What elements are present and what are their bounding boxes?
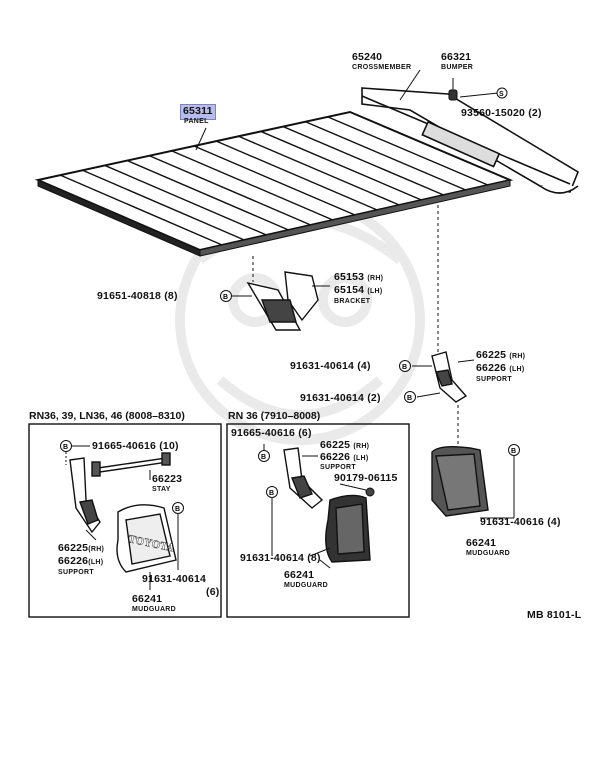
- bumper-bolt-number[interactable]: 93560-15020 (2): [461, 107, 542, 119]
- support-rh-number[interactable]: 66225 (RH): [476, 349, 526, 361]
- mid-mudguard[interactable]: [325, 494, 371, 563]
- left-bolt-icon: B: [60, 440, 72, 452]
- panel-rib: [171, 150, 334, 221]
- svg-text:B: B: [407, 395, 412, 402]
- support-lh-number[interactable]: 66226 (LH): [476, 362, 525, 374]
- mid-mudguard-number[interactable]: 66241: [284, 569, 315, 581]
- crossmember[interactable]: [361, 87, 579, 194]
- svg-text:B: B: [402, 364, 407, 371]
- panel-rib: [104, 164, 267, 236]
- left-support-rh-number[interactable]: 66225(RH): [58, 542, 105, 554]
- svg-text:B: B: [261, 454, 266, 461]
- bracket-bolt-number[interactable]: 91651-40818 (8): [97, 290, 178, 302]
- support-bolt-a-number[interactable]: 91631-40614 (4): [290, 360, 371, 372]
- bumper-number[interactable]: 66321: [441, 51, 472, 63]
- panel-rib: [282, 125, 444, 196]
- svg-text:B: B: [175, 506, 180, 513]
- panel-rib: [193, 145, 356, 216]
- svg-text:B: B: [63, 444, 68, 451]
- leader-support-bolt-b: [416, 392, 441, 398]
- left-stay[interactable]: [91, 452, 171, 477]
- mid-mudguard-bolt-number[interactable]: 91631-40614 (8): [240, 552, 321, 564]
- crossmember-name: CROSSMEMBER: [352, 64, 412, 71]
- panel-name: PANEL: [184, 118, 209, 125]
- bumper-bolt-icon: S: [496, 87, 508, 99]
- svg-text:S: S: [499, 91, 504, 98]
- panel-rib: [260, 130, 422, 201]
- mid-box-header: RN 36 (7910–8008): [228, 410, 321, 422]
- svg-text:B: B: [223, 294, 228, 301]
- leader-crossmember: [399, 69, 421, 101]
- mid-support-rh-number[interactable]: 66225 (RH): [320, 439, 370, 451]
- bed-panel[interactable]: [34, 110, 514, 257]
- mudguard-number[interactable]: 66241: [466, 537, 497, 549]
- panel-rib: [60, 174, 223, 246]
- svg-text:B: B: [269, 490, 274, 497]
- leader-support: [457, 359, 475, 363]
- mid-support[interactable]: [283, 447, 324, 509]
- panel-rib: [82, 169, 245, 241]
- mid-bolt-number[interactable]: 91665-40616 (6): [231, 427, 312, 439]
- leader-bumper-bolt: [459, 92, 499, 98]
- bumper[interactable]: [448, 89, 458, 101]
- left-support-lh-number[interactable]: 66226(LH): [58, 555, 104, 567]
- left-mudguard-number[interactable]: 66241: [132, 593, 163, 605]
- support-right[interactable]: [431, 351, 468, 403]
- leader-mid-nut: [339, 483, 367, 491]
- left-support-name: SUPPORT: [58, 569, 94, 576]
- left-bolt-number[interactable]: 91665-40616 (10): [92, 440, 179, 452]
- left-stay-number[interactable]: 66223: [152, 473, 183, 485]
- left-stay-name: STAY: [152, 486, 171, 493]
- bracket-lh-number[interactable]: 65154 (LH): [334, 284, 383, 296]
- panel-rib: [238, 135, 400, 206]
- left-mudguard-bolt-number[interactable]: 91631-40614: [142, 573, 207, 585]
- support-name: SUPPORT: [476, 376, 512, 383]
- mid-support-lh-number[interactable]: 66226 (LH): [320, 451, 369, 463]
- support-bolt-b-icon: B: [404, 391, 416, 403]
- panel-rib: [126, 159, 289, 231]
- left-mudguard-name: MUDGUARD: [132, 606, 177, 613]
- mid-nut-number[interactable]: 90179-06115: [334, 472, 398, 484]
- figure-code: MB 8101-L: [527, 609, 582, 621]
- mid-variant-box: [226, 423, 410, 618]
- panel-rib: [327, 116, 489, 186]
- mid-nut-icon: [365, 487, 375, 497]
- bracket[interactable]: [246, 271, 319, 331]
- bracket-rh-number[interactable]: 65153 (RH): [334, 271, 384, 283]
- mid-bolt2-icon: B: [266, 486, 278, 498]
- left-variant-box: [28, 423, 222, 618]
- mid-mudguard-name: MUDGUARD: [284, 582, 329, 589]
- bracket-bolt-icon: B: [220, 290, 232, 302]
- bracket-name: BRACKET: [334, 298, 371, 305]
- mudguard-bolt-number[interactable]: 91631-40616 (4): [480, 516, 561, 528]
- panel-rib: [149, 155, 311, 226]
- left-support[interactable]: [69, 457, 101, 534]
- panel-rib: [305, 121, 466, 191]
- crossmember-number[interactable]: 65240: [352, 51, 383, 63]
- svg-text:B: B: [511, 448, 516, 455]
- panel-number[interactable]: 65311: [180, 104, 216, 120]
- mudguard-name: MUDGUARD: [466, 550, 511, 557]
- leader-panel: [195, 127, 207, 151]
- left-mudguard-bolt-qty: (6): [206, 586, 220, 598]
- support-bolt-b-number[interactable]: 91631-40614 (2): [300, 392, 381, 404]
- left-box-header: RN36, 39, LN36, 46 (8008–8310): [29, 410, 185, 422]
- panel-rib: [216, 140, 378, 211]
- mid-support-name: SUPPORT: [320, 464, 356, 471]
- mid-bolt-icon: B: [258, 450, 270, 462]
- leader-left-support: [85, 529, 97, 541]
- mudguard-right[interactable]: [431, 445, 489, 517]
- bumper-name: BUMPER: [441, 64, 474, 71]
- support-bolt-a-icon: B: [399, 360, 411, 372]
- left-mudguard[interactable]: [116, 504, 177, 573]
- mudguard-bolt-icon: B: [508, 444, 520, 456]
- leader-mid-mudguard: [319, 559, 331, 569]
- leader-mid-mudguard-bolt: [309, 547, 331, 557]
- left-mudguard-bolt-icon: B: [172, 502, 184, 514]
